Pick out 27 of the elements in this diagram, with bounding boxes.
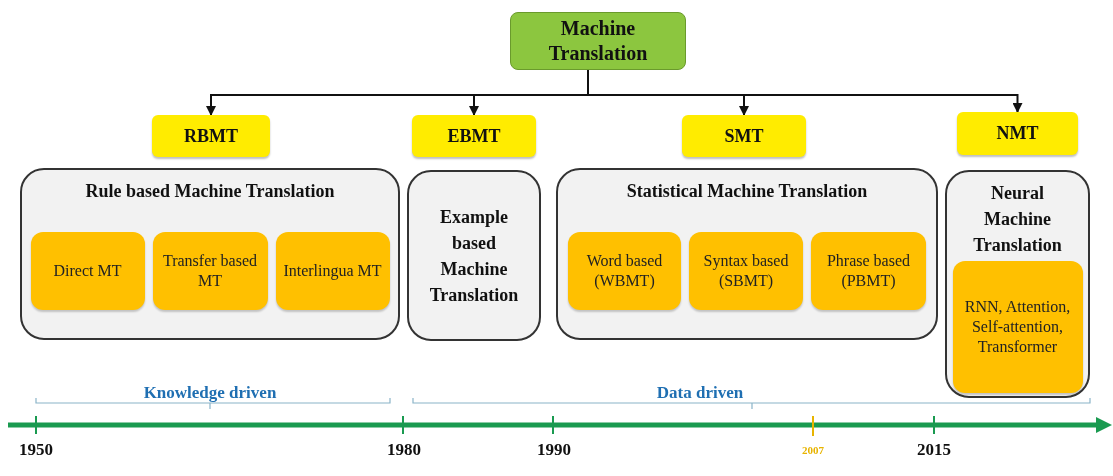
year-label: 2007 (801, 443, 825, 458)
method-box: Interlingua MT (275, 232, 390, 310)
method-box: RNN, Attention, Self-attention, Transformer (952, 261, 1083, 393)
panel-heading: Rule based Machine Translation (84, 180, 336, 203)
category-tag: NMT (957, 112, 1078, 155)
panel-heading: Statistical Machine Translation (625, 180, 869, 203)
method-box: Transfer based MT (152, 232, 268, 310)
category-tag: SMT (682, 115, 806, 157)
method-box: Direct MT (30, 232, 145, 310)
method-box: Syntax based (SBMT) (689, 232, 803, 310)
category-panel (945, 170, 1090, 398)
method-box: Phrase based (PBMT) (811, 232, 926, 310)
year-label: 2015 (916, 439, 952, 461)
panel-heading: Neural Machine Translation (972, 182, 1063, 257)
year-label: 1980 (386, 439, 422, 461)
root-box: Machine Translation (510, 12, 686, 70)
year-label: 1950 (18, 439, 54, 461)
category-tag: EBMT (412, 115, 536, 157)
era-label: Data driven (655, 382, 745, 404)
year-label: 1990 (536, 439, 572, 461)
category-tag: RBMT (152, 115, 270, 157)
method-box: Word based (WBMT) (568, 232, 681, 310)
era-label: Knowledge driven (142, 382, 278, 404)
category-panel (20, 168, 400, 340)
panel-heading: Example based Machine Translation (428, 205, 520, 307)
category-panel (407, 170, 541, 341)
category-panel (556, 168, 938, 340)
